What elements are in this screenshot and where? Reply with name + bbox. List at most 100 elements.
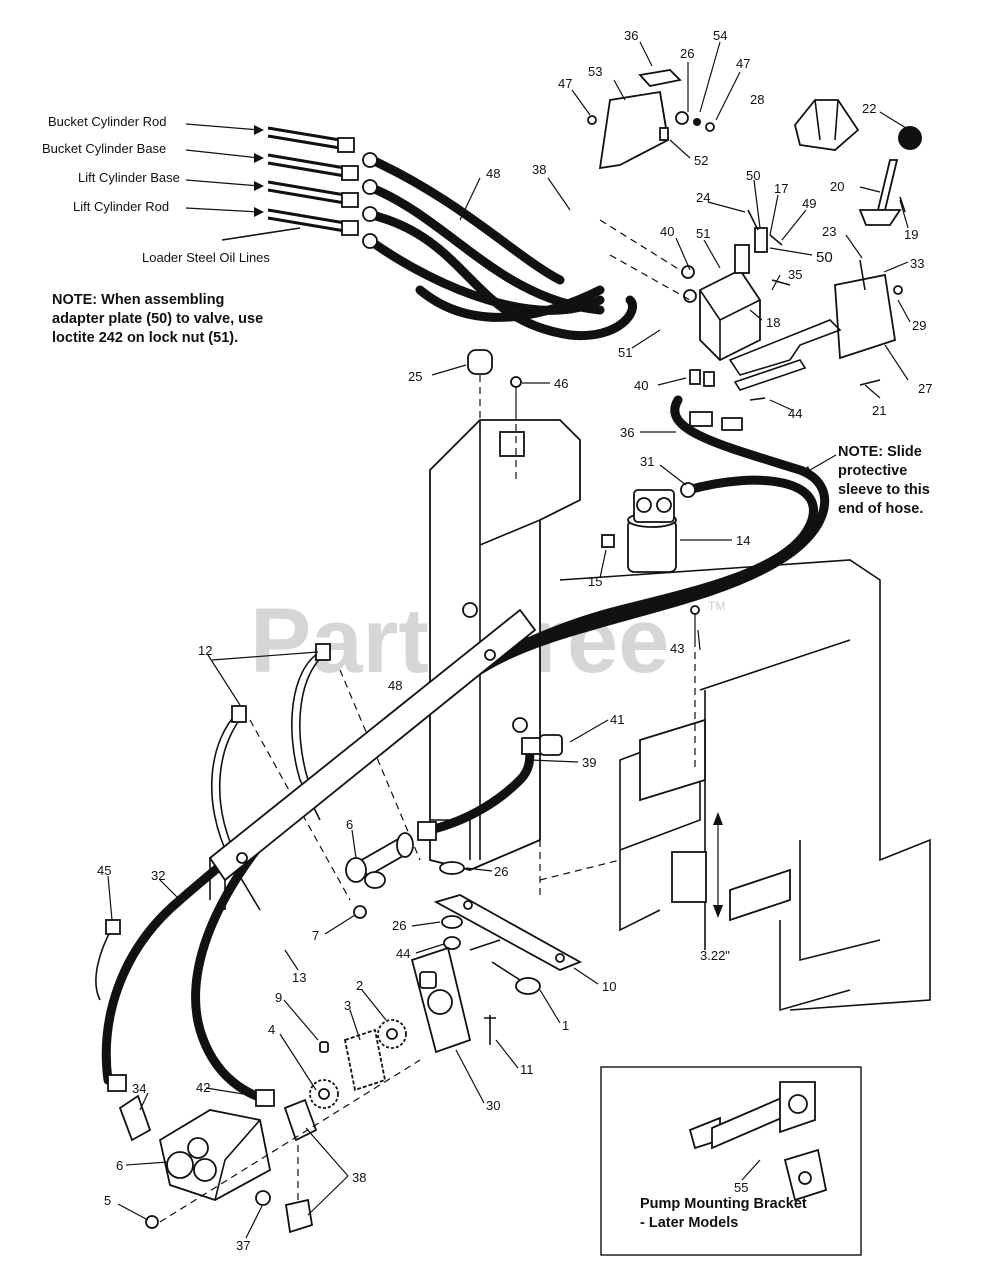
dimension-arrow: 3.22" (700, 812, 730, 963)
note-right: NOTE: Slide protective sleeve to this en… (800, 444, 930, 517)
label-loader-steel-oil-lines: Loader Steel Oil Lines (142, 250, 270, 265)
callout-5: 5 (104, 1193, 111, 1208)
callout-36-top: 36 (624, 28, 638, 43)
callout-46: 46 (554, 376, 568, 391)
sprockets-chain (309, 1019, 407, 1109)
callout-48-top: 48 (486, 166, 500, 181)
bolt-43 (690, 605, 700, 770)
callout-42: 42 (196, 1080, 210, 1095)
callout-41: 41 (610, 712, 624, 727)
callout-45: 45 (97, 863, 111, 878)
callout-43: 43 (670, 641, 684, 656)
callout-32: 32 (151, 868, 165, 883)
callout-13: 13 (292, 970, 306, 985)
callout-38-top: 38 (532, 162, 546, 177)
callout-37: 37 (236, 1238, 250, 1253)
callout-35: 35 (788, 267, 802, 282)
callout-25: 25 (408, 369, 422, 384)
note-right-line-4: end of hose. (838, 501, 923, 517)
callout-36-mid: 36 (620, 425, 634, 440)
callout-6-top: 6 (346, 817, 353, 832)
callout-leaders (107, 41, 911, 1239)
dimension-label: 3.22" (700, 948, 730, 963)
callout-numbers: 36 26 54 47 47 53 28 22 52 38 48 20 24 5… (97, 28, 932, 1253)
callout-14: 14 (736, 533, 750, 548)
mount-plate (433, 840, 621, 971)
note-left-line-2: adapter plate (50) to valve, use (52, 311, 263, 327)
callout-26-low: 26 (392, 918, 406, 933)
callout-40-top: 40 (660, 224, 674, 239)
callout-50-top: 50 (746, 168, 760, 183)
callout-24: 24 (696, 190, 710, 205)
note-right-line-2: protective (838, 463, 907, 479)
key-part (491, 961, 541, 995)
callout-9: 9 (275, 990, 282, 1005)
callout-21: 21 (872, 403, 886, 418)
tractor-chassis (559, 559, 931, 1012)
callout-29: 29 (912, 318, 926, 333)
pump-bracket (410, 946, 496, 1054)
steel-oil-lines (185, 123, 359, 241)
callout-49: 49 (802, 196, 816, 211)
label-bucket-cylinder-base: Bucket Cylinder Base (42, 141, 166, 156)
hydraulic-pump (107, 1059, 421, 1234)
callout-18: 18 (766, 315, 780, 330)
callout-31: 31 (640, 454, 654, 469)
callout-33: 33 (910, 256, 924, 271)
label-bucket-cylinder-rod: Bucket Cylinder Rod (48, 114, 167, 129)
note-left-line-1: NOTE: When assembling (52, 292, 224, 308)
callout-27: 27 (918, 381, 932, 396)
lever-assembly (587, 69, 922, 401)
callout-2: 2 (356, 978, 363, 993)
callout-51-bottom: 51 (618, 345, 632, 360)
label-lift-cylinder-rod: Lift Cylinder Rod (73, 199, 169, 214)
inset-later-models: 55 Pump Mounting Bracket - Later Models (600, 1066, 862, 1256)
inset-title: Pump Mounting Bracket (640, 1196, 807, 1212)
callout-44-top: 44 (788, 406, 802, 421)
callout-10: 10 (602, 979, 616, 994)
callout-22: 22 (862, 101, 876, 116)
note-left-line-3: loctite 242 on lock nut (51). (52, 330, 238, 346)
callout-17: 17 (774, 181, 788, 196)
hose-39 (417, 734, 563, 841)
callout-47-left: 47 (558, 76, 572, 91)
cap-and-bolt (467, 349, 522, 480)
callout-3: 3 (344, 998, 351, 1013)
callout-50-right: 50 (816, 249, 833, 266)
callout-15: 15 (588, 574, 602, 589)
hoses-48 (362, 152, 637, 341)
callout-1: 1 (562, 1018, 569, 1033)
pump-arm (208, 608, 537, 910)
callout-54: 54 (713, 28, 727, 43)
callout-28: 28 (750, 92, 764, 107)
callout-51-top: 51 (696, 226, 710, 241)
callout-8: 6 (116, 1158, 123, 1173)
inset-subtitle: - Later Models (640, 1215, 738, 1231)
callout-26-mid: 26 (494, 864, 508, 879)
callout-12: 12 (198, 643, 212, 658)
label-lift-cylinder-base: Lift Cylinder Base (78, 170, 180, 185)
callout-55: 55 (734, 1180, 748, 1195)
callout-34: 34 (132, 1081, 146, 1096)
callout-40-bottom: 40 (634, 378, 648, 393)
callout-52: 52 (694, 153, 708, 168)
callout-26-top: 26 (680, 46, 694, 61)
callout-44-low: 44 (396, 946, 410, 961)
callout-7: 7 (312, 928, 319, 943)
note-right-line-1: NOTE: Slide (838, 444, 922, 460)
callout-30: 30 (486, 1098, 500, 1113)
callout-39: 39 (582, 755, 596, 770)
note-right-line-3: sleeve to this (838, 482, 930, 498)
callout-38-bottom: 38 (352, 1170, 366, 1185)
callout-48-bottom: 48 (388, 678, 402, 693)
callout-23: 23 (822, 224, 836, 239)
callout-11: 11 (520, 1062, 534, 1077)
note-left: NOTE: When assembling adapter plate (50)… (52, 292, 263, 346)
callout-47-right: 47 (736, 56, 750, 71)
callout-19: 19 (904, 227, 918, 242)
oil-filter (601, 489, 677, 573)
control-valve (599, 219, 768, 387)
callout-53: 53 (588, 64, 602, 79)
